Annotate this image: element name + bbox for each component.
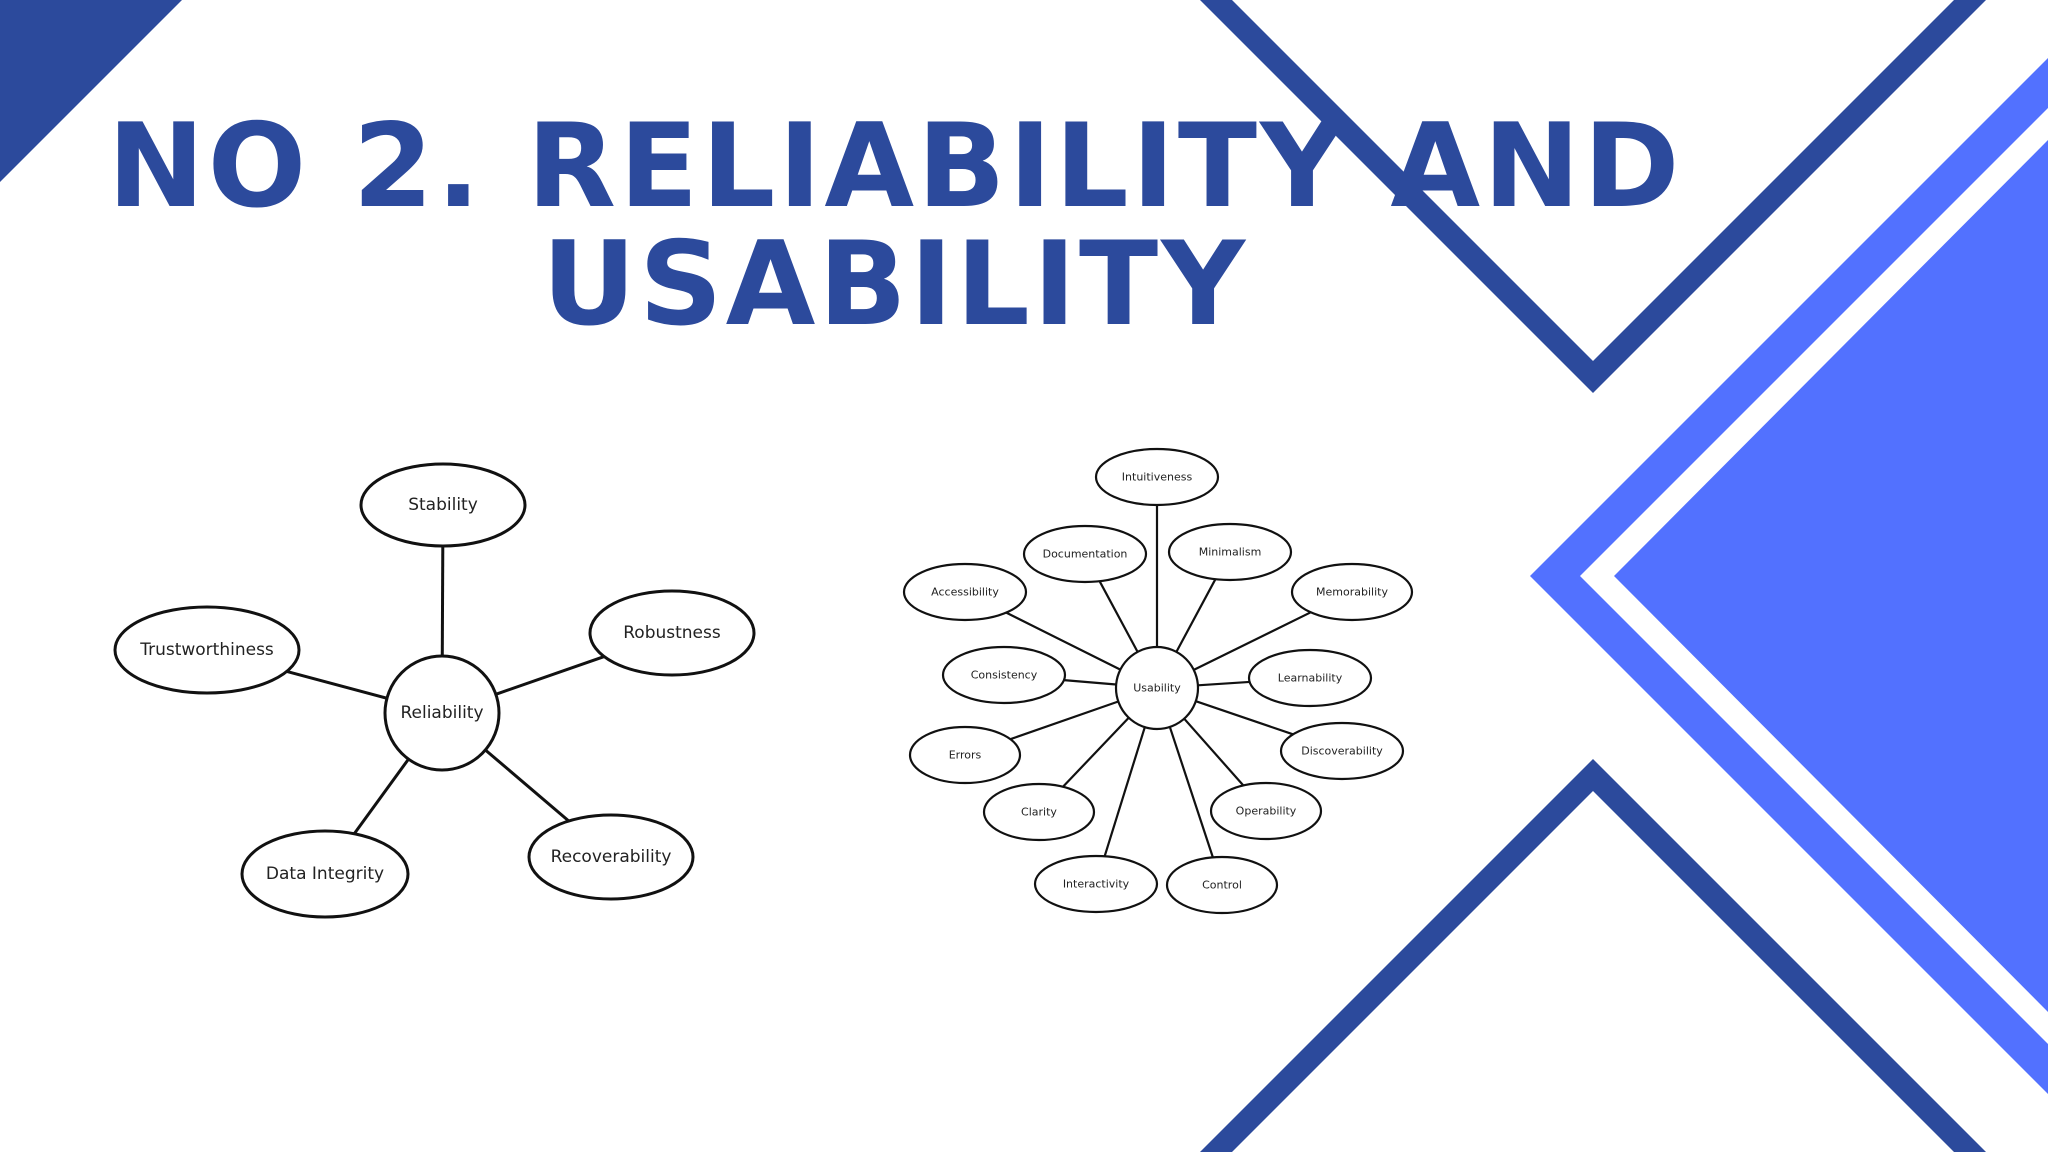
- reliability-edge-recoverability: [484, 748, 570, 823]
- usability-node-ellipse: [1165, 855, 1279, 915]
- reliability-node-label: Trustworthiness: [139, 640, 274, 660]
- usability-node-label: Interactivity: [1063, 878, 1130, 891]
- usability-edge-control: [1168, 726, 1214, 858]
- usability-node-ellipse: [902, 562, 1028, 622]
- reliability-node-ellipse: [113, 605, 301, 695]
- usability-edge-operability: [1183, 717, 1245, 787]
- usability-node-control: Control: [1165, 855, 1279, 915]
- usability-center-node: Usability: [1114, 645, 1200, 731]
- usability-node-ellipse: [1209, 781, 1323, 841]
- usability-edge-learnability: [1197, 680, 1250, 687]
- usability-node-label: Intuitiveness: [1122, 471, 1193, 484]
- usability-node-accessibility: Accessibility: [902, 562, 1028, 622]
- usability-node-ellipse: [1247, 648, 1373, 708]
- reliability-edge-trustworthiness: [286, 669, 388, 700]
- usability-node-ellipse: [1279, 721, 1405, 781]
- usability-edge-discoverability: [1195, 700, 1294, 736]
- usability-edge-memorability: [1193, 611, 1312, 671]
- reliability-node-robustness: Robustness: [588, 589, 756, 677]
- usability-node-label: Minimalism: [1199, 546, 1262, 559]
- usability-node-ellipse: [941, 645, 1067, 705]
- usability-node-intuitiveness: Intuitiveness: [1094, 447, 1220, 507]
- right-arrow-fill: [1614, 140, 2048, 1012]
- usability-node-label: Operability: [1236, 805, 1297, 818]
- reliability-edge-data-integrity: [353, 758, 410, 835]
- reliability-node-ellipse: [527, 813, 695, 901]
- usability-node-label: Accessibility: [931, 586, 999, 599]
- usability-node-ellipse: [982, 782, 1096, 842]
- usability-node-discoverability: Discoverability: [1279, 721, 1405, 781]
- usability-edge-errors: [1010, 700, 1119, 741]
- usability-node-errors: Errors: [908, 725, 1022, 785]
- usability-node-label: Errors: [949, 749, 982, 762]
- usability-node-memorability: Memorability: [1290, 562, 1414, 622]
- reliability-center-node: Reliability: [383, 654, 501, 772]
- usability-node-documentation: Documentation: [1022, 524, 1148, 584]
- reliability-node-label: Data Integrity: [266, 864, 384, 884]
- reliability-node-ellipse: [359, 462, 527, 548]
- usability-edge-accessibility: [1005, 611, 1121, 671]
- usability-node-ellipse: [1022, 524, 1148, 584]
- usability-edge-minimalism: [1175, 578, 1217, 653]
- usability-node-label: Clarity: [1021, 806, 1057, 819]
- reliability-node-ellipse: [588, 589, 756, 677]
- page-title-line-1: NO 2. RELIABILITY AND: [107, 99, 1683, 234]
- usability-node-ellipse: [1033, 854, 1159, 914]
- usability-node-ellipse: [1094, 447, 1220, 507]
- reliability-node-label: Stability: [408, 495, 478, 515]
- usability-node-minimalism: Minimalism: [1167, 522, 1293, 582]
- corner-triangle-top-left: [0, 0, 182, 182]
- usability-node-operability: Operability: [1209, 781, 1323, 841]
- reliability-center-label: Reliability: [400, 703, 483, 723]
- page-title: NO 2. RELIABILITY AND USABILITY: [0, 108, 1790, 344]
- page-title-line-2: USABILITY: [541, 217, 1249, 352]
- reliability-edge-stability: [440, 545, 445, 657]
- reliability-node-recoverability: Recoverability: [527, 813, 695, 901]
- reliability-node-data-integrity: Data Integrity: [240, 829, 410, 919]
- usability-edge-consistency: [1063, 679, 1117, 686]
- usability-center-label: Usability: [1133, 682, 1181, 695]
- usability-node-label: Documentation: [1043, 548, 1128, 561]
- reliability-node-trustworthiness: Trustworthiness: [113, 605, 301, 695]
- usability-node-clarity: Clarity: [982, 782, 1096, 842]
- usability-center-circle: [1114, 645, 1200, 731]
- usability-node-ellipse: [908, 725, 1022, 785]
- reliability-center-circle: [383, 654, 501, 772]
- usability-node-label: Consistency: [971, 669, 1038, 682]
- usability-node-label: Control: [1202, 879, 1242, 892]
- usability-node-label: Memorability: [1316, 586, 1388, 599]
- usability-edge-interactivity: [1103, 726, 1146, 857]
- reliability-node-ellipse: [240, 829, 410, 919]
- usability-node-ellipse: [1290, 562, 1414, 622]
- reliability-node-stability: Stability: [359, 462, 527, 548]
- usability-node-learnability: Learnability: [1247, 648, 1373, 708]
- usability-edge-clarity: [1062, 716, 1130, 788]
- usability-edge-documentation: [1098, 580, 1139, 653]
- reliability-node-label: Recoverability: [551, 847, 672, 867]
- usability-node-consistency: Consistency: [941, 645, 1067, 705]
- reliability-node-label: Robustness: [623, 623, 721, 643]
- usability-node-label: Discoverability: [1301, 745, 1383, 758]
- usability-node-label: Learnability: [1278, 672, 1343, 685]
- reliability-edge-robustness: [495, 655, 605, 696]
- usability-node-ellipse: [1167, 522, 1293, 582]
- usability-node-interactivity: Interactivity: [1033, 854, 1159, 914]
